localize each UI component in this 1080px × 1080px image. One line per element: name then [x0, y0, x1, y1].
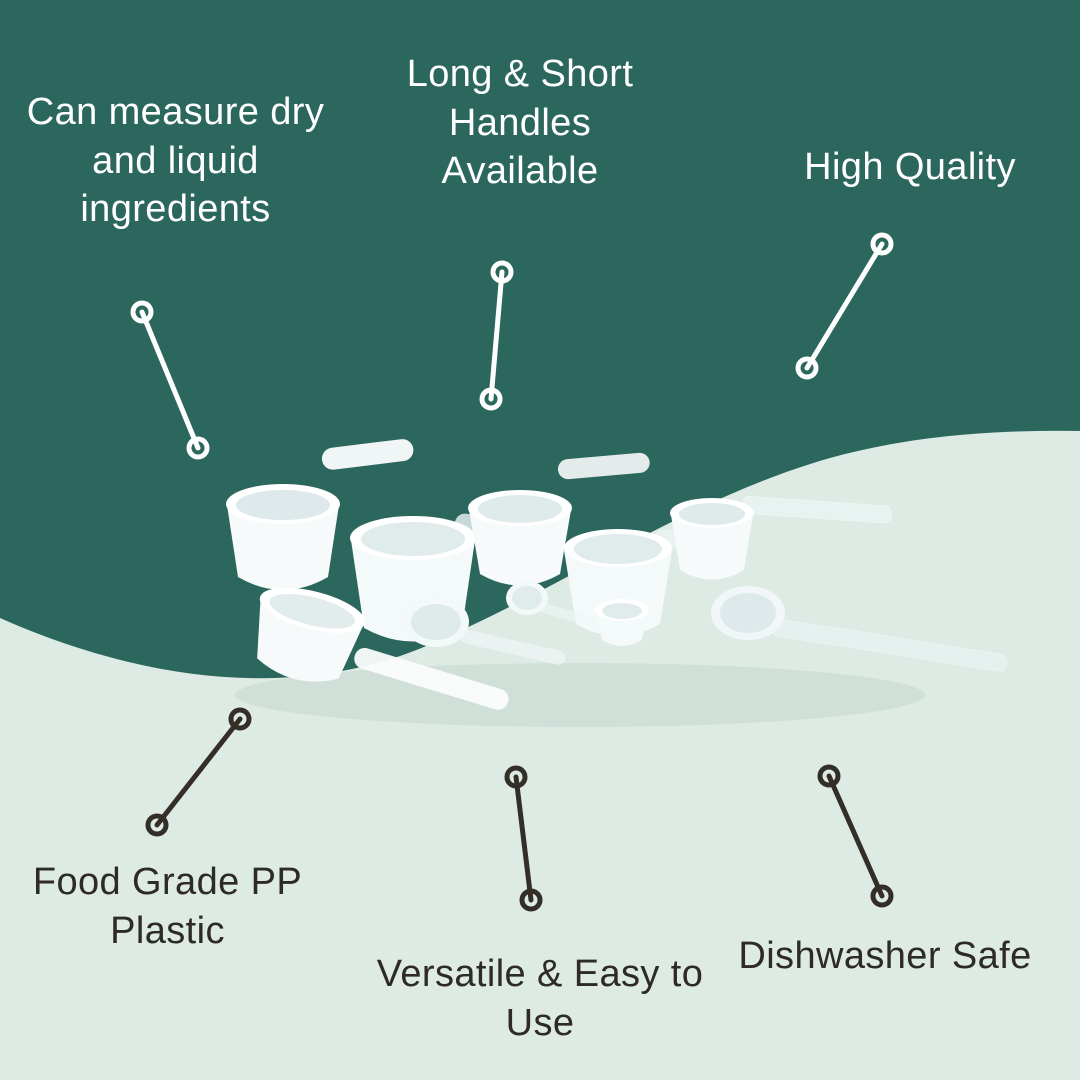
connector-dishwasher-safe — [817, 764, 894, 908]
callout-line: Dishwasher Safe — [738, 935, 1032, 977]
measuring-spoon — [403, 597, 566, 665]
measuring-cup-tilted — [257, 587, 509, 710]
callout-line: Versatile & Easy to — [376, 953, 704, 995]
wave-shape — [0, 430, 1080, 1080]
measuring-cup — [226, 439, 414, 590]
connector-versatile-easy — [504, 765, 543, 912]
measuring-cup-long-handle — [670, 496, 893, 580]
measuring-spoon-small — [506, 581, 600, 628]
connector-food-grade-pp — [145, 707, 252, 837]
callout-line: Available — [441, 150, 599, 193]
callout-long-short-handles: Long & Short Handles Available — [360, 50, 680, 196]
connector-measure-dry-liquid — [130, 300, 210, 460]
callout-high-quality: High Quality — [760, 143, 1060, 192]
callout-measure-dry-liquid: Can measure dry and liquid ingredients — [8, 88, 343, 234]
callout-line: Plastic — [110, 909, 225, 952]
measuring-spoon-long-handle — [711, 586, 1008, 672]
callout-line: Use — [505, 1001, 575, 1044]
callout-versatile-easy: Versatile & Easy to Use — [350, 950, 730, 1047]
connector-high-quality — [795, 232, 894, 380]
callout-line: Handles — [448, 101, 592, 144]
callout-line: Long & Short — [406, 53, 634, 95]
callout-line: High Quality — [804, 146, 1016, 188]
callout-food-grade-pp: Food Grade PP Plastic — [0, 858, 335, 955]
connector-long-short-handles — [479, 260, 514, 411]
measuring-scoop-small — [595, 599, 649, 646]
callout-line: and liquid — [92, 139, 259, 182]
callout-dishwasher-safe: Dishwasher Safe — [700, 932, 1070, 981]
measuring-cup — [468, 452, 650, 586]
callout-line: Can measure dry — [26, 91, 325, 133]
callout-line: ingredients — [80, 188, 271, 231]
callout-line: Food Grade PP — [32, 861, 303, 903]
